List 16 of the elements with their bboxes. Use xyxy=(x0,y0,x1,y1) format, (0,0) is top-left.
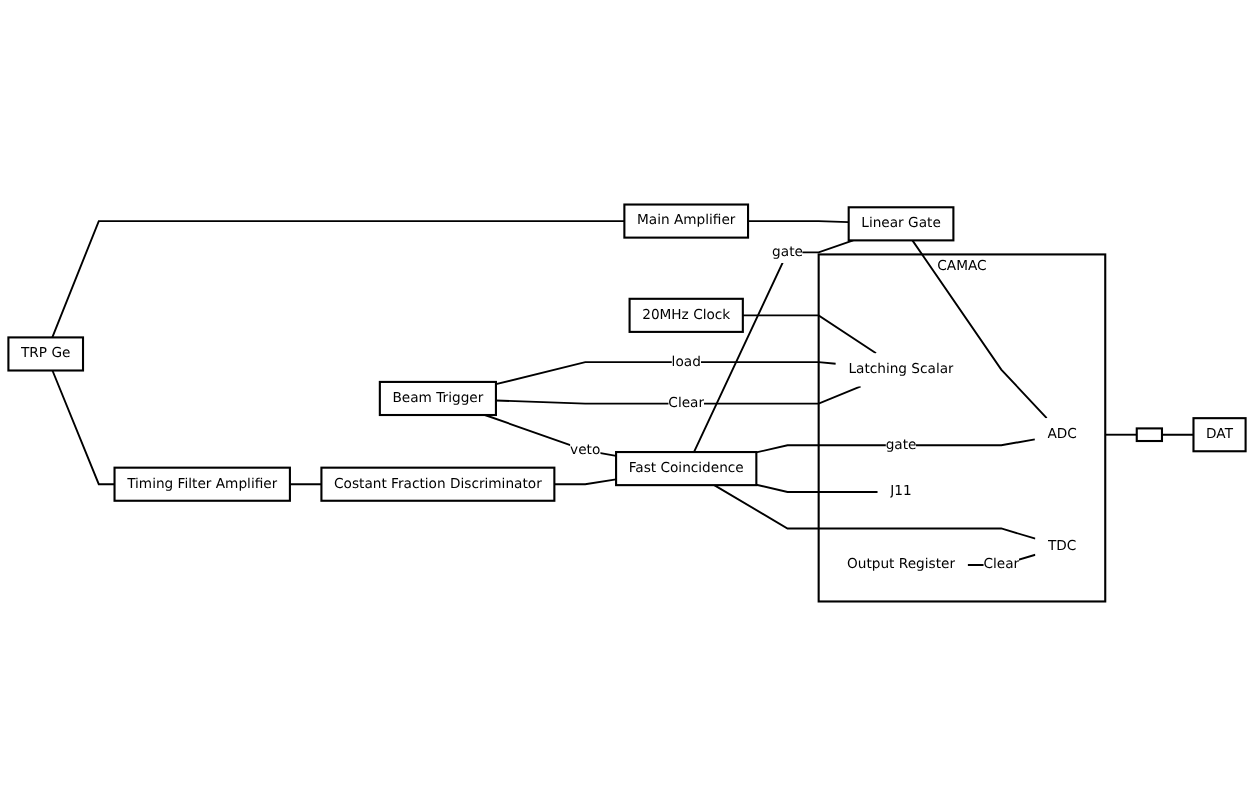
connector xyxy=(755,483,879,493)
connector xyxy=(51,220,626,339)
connector xyxy=(747,220,850,224)
connector xyxy=(495,385,862,405)
connector xyxy=(741,314,877,355)
connector xyxy=(713,484,1037,540)
connector xyxy=(495,361,837,386)
connector xyxy=(553,478,618,486)
connector xyxy=(755,438,1036,454)
connector xyxy=(911,239,1048,420)
connector xyxy=(1104,433,1138,436)
node-box xyxy=(1135,427,1163,443)
connector xyxy=(288,483,323,486)
connector xyxy=(693,239,855,453)
connector xyxy=(1161,433,1195,436)
connector xyxy=(51,369,116,486)
